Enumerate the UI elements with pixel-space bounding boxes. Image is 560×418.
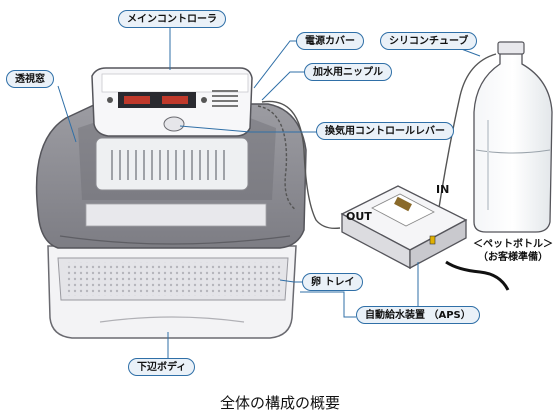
aps-device bbox=[342, 186, 466, 268]
egg-tray-edge bbox=[86, 204, 266, 226]
pet-bottle bbox=[474, 42, 552, 232]
label-in: IN bbox=[436, 183, 449, 196]
label-vent-lever: 換気用コントロールレバー bbox=[316, 122, 454, 140]
figure-caption: 全体の構成の概要 bbox=[0, 392, 560, 413]
label-lower-body: 下辺ボディ bbox=[128, 358, 195, 376]
label-water-nipple: 加水用ニップル bbox=[304, 63, 392, 81]
label-main-controller: メインコントローラ bbox=[118, 10, 226, 28]
label-aps: 自動給水装置 （APS） bbox=[356, 306, 480, 324]
pet-bottle-label: ＜ペットボトル＞ bbox=[466, 238, 560, 251]
inner-window bbox=[96, 138, 248, 190]
label-power-cover: 電源カバー bbox=[296, 32, 364, 50]
label-silicone-tube: シリコンチューブ bbox=[380, 32, 477, 50]
pet-bottle-note: ＜ペットボトル＞ （お客様準備） bbox=[466, 238, 560, 264]
main-controller bbox=[92, 68, 252, 136]
label-out: OUT bbox=[346, 210, 372, 223]
lower-body bbox=[48, 246, 296, 338]
customer-prepared-label: （お客様準備） bbox=[466, 251, 560, 264]
label-viewing-window: 透視窓 bbox=[6, 70, 54, 88]
label-egg-tray: 卵 トレイ bbox=[302, 273, 363, 291]
